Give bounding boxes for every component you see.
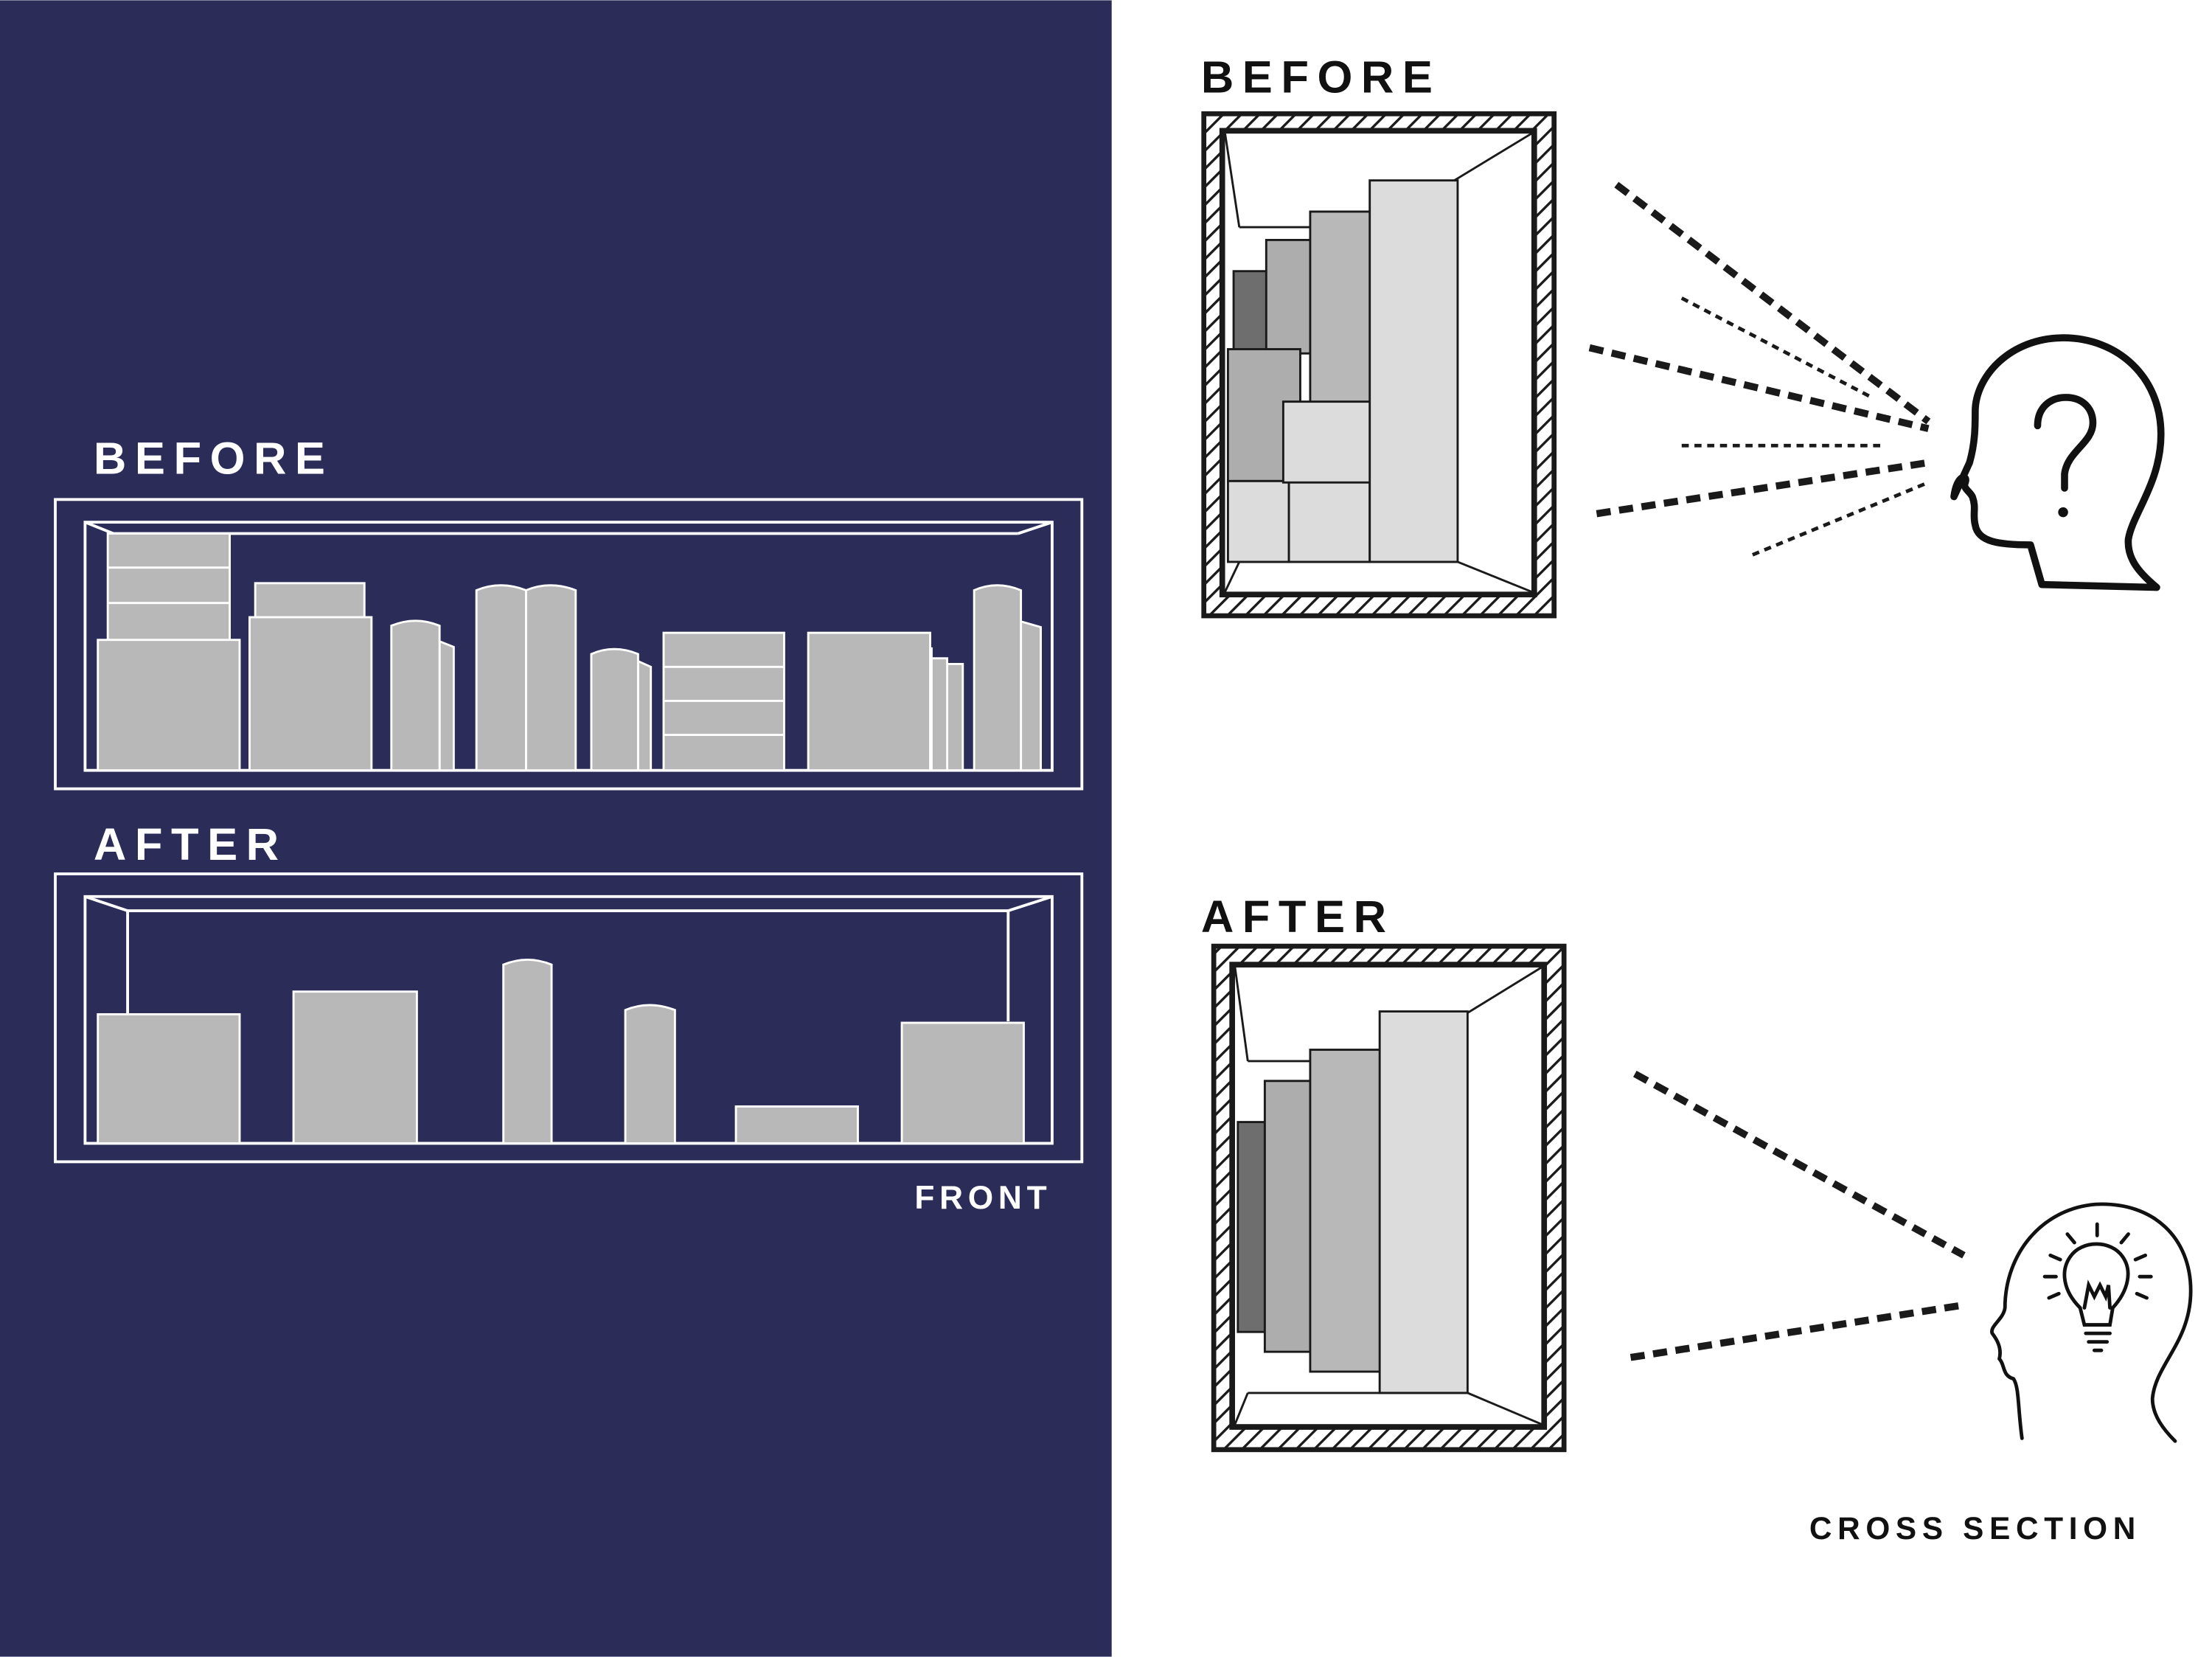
after-can-1	[502, 959, 553, 1144]
after-box-2	[292, 990, 418, 1144]
before-box-stack	[106, 532, 231, 645]
front-caption: FRONT	[914, 1180, 1051, 1216]
cross-after-label: AFTER	[1201, 892, 1395, 942]
front-before-label: BEFORE	[94, 434, 334, 484]
before-box-medium	[248, 616, 373, 772]
before-book-1	[807, 631, 931, 772]
cross-after-items	[1237, 1010, 1469, 1394]
before-can-3	[475, 584, 527, 772]
confused-head-icon	[1950, 334, 2165, 591]
after-box-3	[900, 1021, 1025, 1144]
before-book-3	[929, 657, 949, 772]
left-panel-background	[0, 0, 1112, 1657]
after-flat-box	[734, 1105, 859, 1144]
before-can-1	[438, 639, 455, 772]
front-after-shelf	[54, 872, 1084, 1164]
cross-after-cabinet	[1211, 943, 1567, 1453]
before-book-4	[945, 662, 964, 772]
before-can-8	[1020, 619, 1042, 772]
cross-before-items	[1226, 179, 1459, 563]
after-sight-lines	[1630, 1070, 1966, 1361]
cross-section-caption: CROSS SECTION	[1809, 1511, 2141, 1546]
front-after-items	[97, 959, 1025, 1144]
cross-before-cabinet	[1201, 111, 1557, 619]
front-before-items	[97, 532, 1042, 772]
before-box-top	[254, 582, 366, 620]
cross-before-label: BEFORE	[1201, 52, 1441, 103]
before-box-large	[97, 639, 241, 772]
before-can-6	[590, 647, 639, 772]
before-can-7	[973, 584, 1023, 772]
before-can-4	[525, 584, 577, 772]
front-after-label: AFTER	[94, 819, 288, 870]
before-sight-lines	[1588, 181, 1931, 557]
after-can-2	[624, 1004, 676, 1144]
idea-head-icon	[1990, 1202, 2193, 1443]
question-mark	[2034, 394, 2097, 492]
lightbulb-icon	[2042, 1222, 2153, 1352]
after-box-1	[97, 1012, 241, 1144]
before-can-5	[636, 659, 653, 772]
before-can-2	[390, 619, 441, 772]
